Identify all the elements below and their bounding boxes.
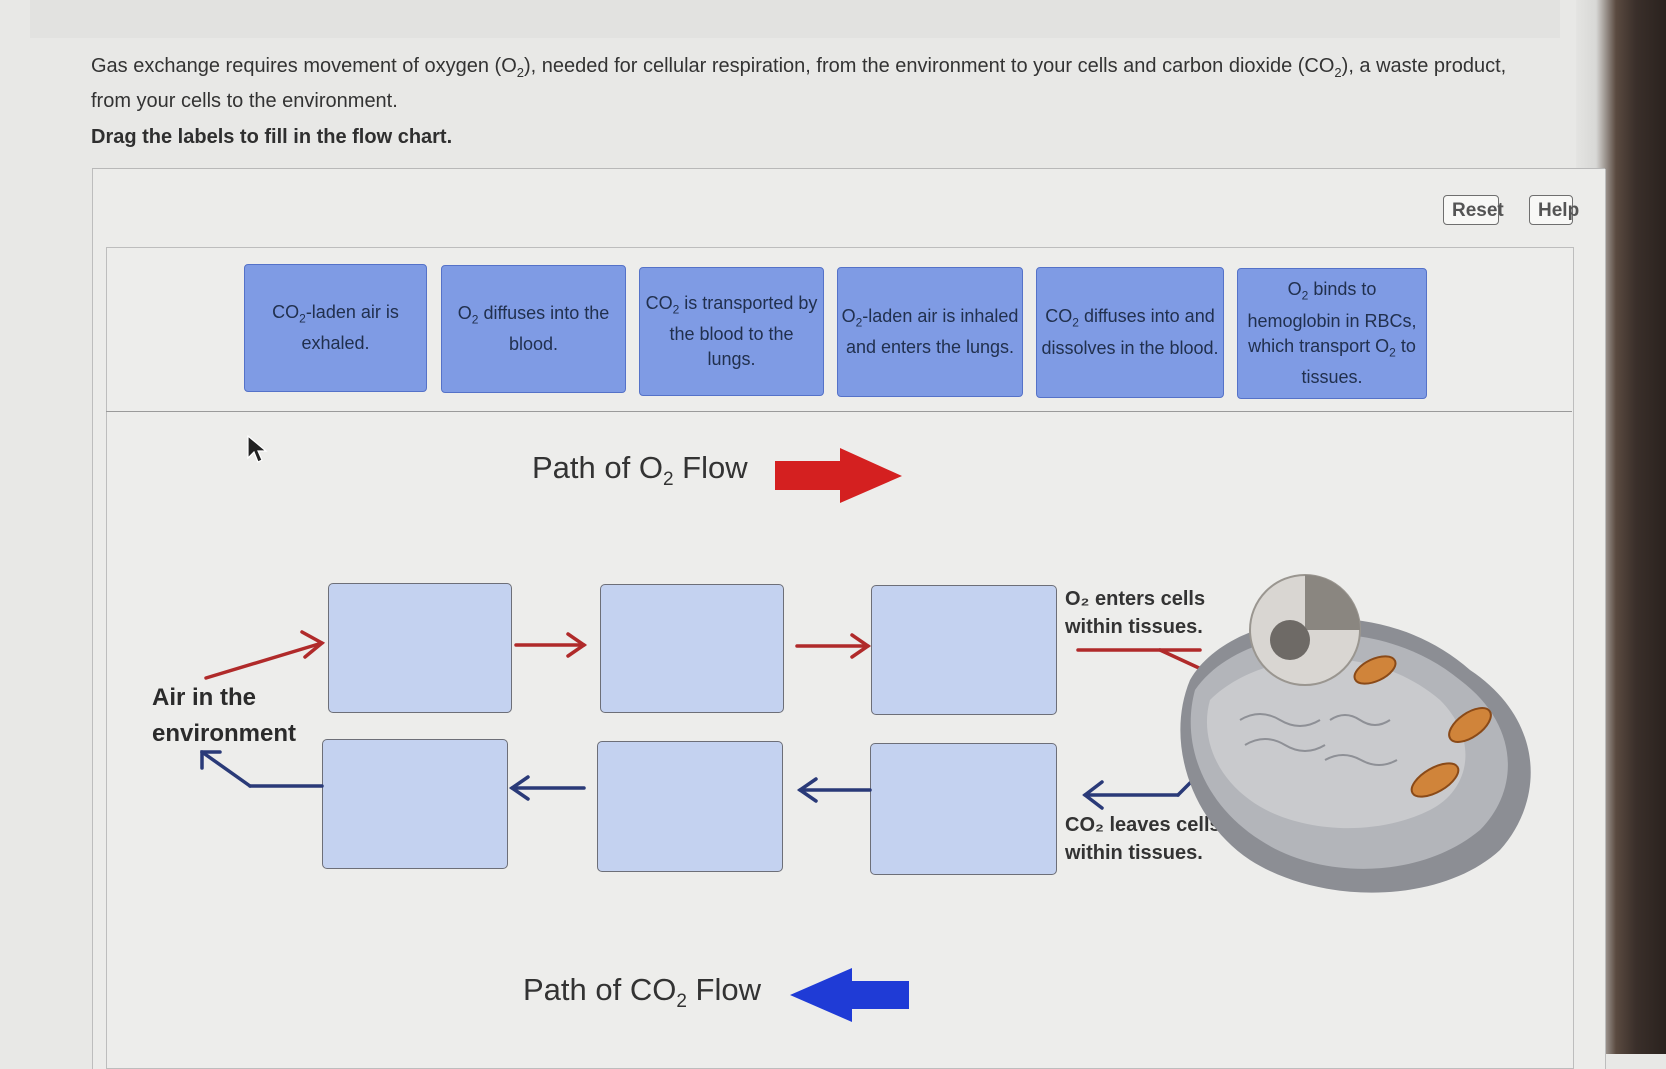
co2-path-arrows bbox=[200, 743, 1230, 810]
pointer-cursor-icon bbox=[247, 434, 268, 463]
co2-leaves-cells-label: CO₂ leaves cells within tissues. bbox=[1065, 814, 1221, 864]
reset-button[interactable]: Reset bbox=[1443, 195, 1504, 225]
o2-path-arrows bbox=[204, 630, 1227, 682]
label-co2-diffuses-blood[interactable]: CO2 diffuses into and dissolves in the b… bbox=[1036, 267, 1224, 398]
divider bbox=[92, 168, 1605, 169]
co2-path-title: Path of CO2 Flow bbox=[523, 972, 762, 1013]
drop-zone-o2-1[interactable] bbox=[328, 583, 512, 713]
label-o2-inhaled[interactable]: O2-laden air is inhaled and enters the l… bbox=[837, 267, 1023, 397]
drop-zone-o2-3[interactable] bbox=[871, 585, 1057, 715]
drop-zone-o2-2[interactable] bbox=[600, 584, 784, 713]
top-strip bbox=[30, 0, 1560, 38]
help-button[interactable]: Help bbox=[1529, 195, 1579, 225]
co2-flow-arrow-icon bbox=[790, 968, 909, 1022]
drop-zone-co2-2[interactable] bbox=[597, 741, 783, 872]
question-intro: Gas exchange requires movement of oxygen… bbox=[91, 55, 1507, 112]
o2-flow-arrow-icon bbox=[775, 448, 902, 503]
label-co2-exhaled[interactable]: CO2-laden air is exhaled. bbox=[244, 264, 427, 392]
drop-zone-co2-1[interactable] bbox=[322, 739, 508, 869]
o2-enters-cells-label: O₂ enters cells within tissues. bbox=[1065, 588, 1206, 638]
label-co2-transported[interactable]: CO2 is transported by the blood to the l… bbox=[639, 267, 824, 396]
label-bank-divider bbox=[106, 411, 1572, 412]
animal-cell-illustration bbox=[1180, 574, 1531, 893]
o2-path-title: Path of O2 Flow bbox=[532, 450, 748, 491]
label-o2-binds-hemoglobin[interactable]: O2 binds to hemoglobin in RBCs, which tr… bbox=[1237, 268, 1427, 399]
label-o2-diffuses-blood[interactable]: O2 diffuses into the blood. bbox=[441, 265, 626, 393]
instruction-text: Drag the labels to fill in the flow char… bbox=[91, 126, 453, 148]
drop-zone-co2-3[interactable] bbox=[870, 743, 1057, 875]
air-in-environment-label: Air in the environment bbox=[152, 684, 297, 747]
